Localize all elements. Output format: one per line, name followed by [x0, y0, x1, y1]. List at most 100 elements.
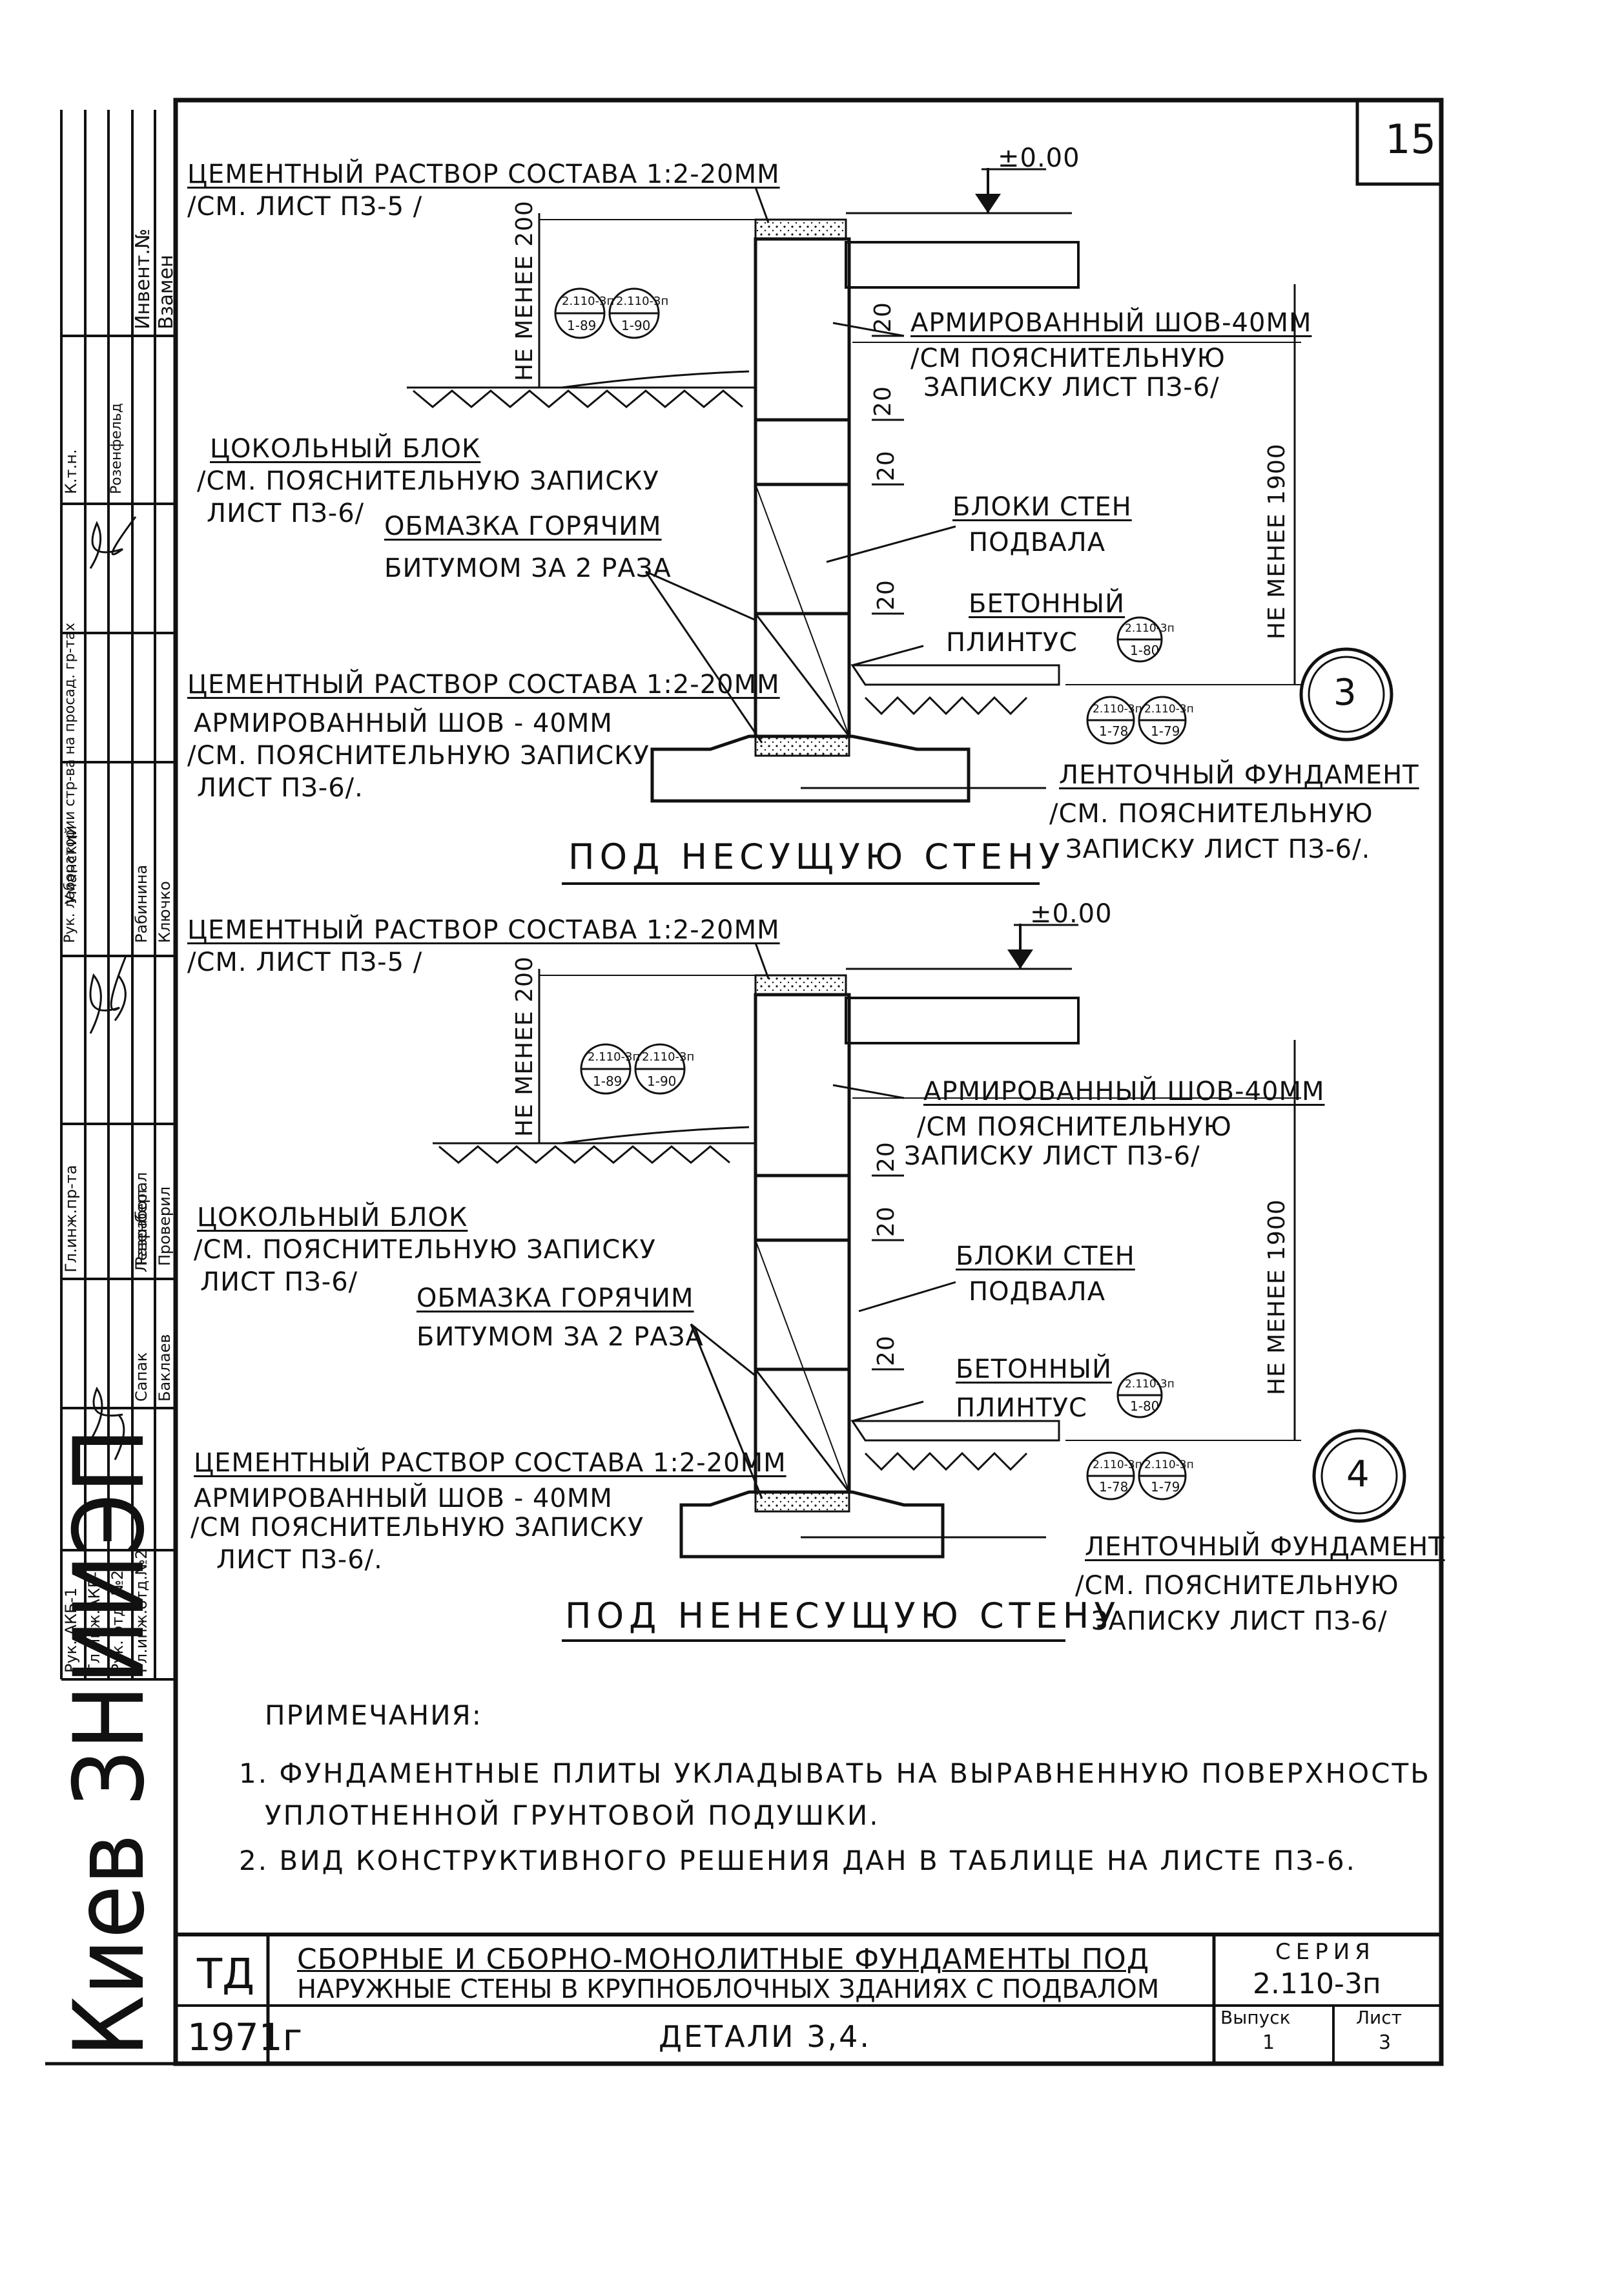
d4-wall-blocks-2: ПОДВАЛА: [969, 1277, 1106, 1307]
d4-bottom-ref1-num: 2.110-3п: [1093, 1458, 1142, 1471]
stamp-name-8: Ключко: [156, 881, 174, 943]
series-label: СЕРИЯ: [1275, 1939, 1375, 1965]
d3-dim-20-a: 20: [870, 302, 896, 333]
stamp-mid-3: К.т.н.: [62, 449, 80, 494]
d3-strip-foundation-ref2: ЗАПИСКУ ЛИСТ ПЗ-6/.: [1065, 835, 1371, 864]
stamp-name-6: Проверил: [156, 1186, 174, 1266]
stamp-name-1: Сапак: [132, 1352, 150, 1402]
d4-ref1-num: 2.110-3п: [588, 1050, 641, 1064]
stamp-mid-1: Гл.инж.пр-та: [62, 1165, 80, 1272]
d4-bottom-ref2-sheet: 1-79: [1151, 1479, 1180, 1495]
d4-strip-foundation: ЛЕНТОЧНЫЙ ФУНДАМЕНТ: [1085, 1532, 1445, 1562]
d3-strip-foundation-ref1: /СМ. ПОЯСНИТЕЛЬНУЮ: [1049, 799, 1373, 829]
d3-reinforced-bottom-ref2: ЛИСТ ПЗ-6/.: [197, 773, 364, 803]
d3-dim-1900: НЕ МЕНЕЕ 1900: [1264, 443, 1290, 639]
d4-bottom-ref2-num: 2.110-3п: [1144, 1458, 1194, 1471]
d3-concrete-plinth-1: БЕТОННЫЙ: [969, 589, 1125, 619]
d4-bitumen-2: БИТУМОМ ЗА 2 РАЗА: [416, 1322, 704, 1352]
d4-strip-foundation-ref2: ЗАПИСКУ ЛИСТ ПЗ-6/: [1091, 1606, 1388, 1636]
d4-reinforced-bottom: АРМИРОВАННЫЙ ШОВ - 40ММ: [194, 1484, 613, 1513]
detail-3-drawing: [407, 168, 1301, 885]
d3-mortar-top: ЦЕМЕНТНЫЙ РАСТВОР СОСТАВА 1:2-20ММ: [187, 160, 780, 189]
d3-dim-20-c: 20: [873, 450, 899, 481]
stamp-left-2: Гл.инж.АКБ-1: [85, 1562, 103, 1673]
stamp-name-7: Рабинина: [132, 864, 150, 943]
d4-plinth-ref-num: 2.110-3п: [1125, 1378, 1175, 1391]
d4-reinforced-joint: АРМИРОВАННЫЙ ШОВ-40ММ: [923, 1077, 1325, 1106]
d3-reinforced-bottom: АРМИРОВАННЫЙ ШОВ - 40ММ: [194, 709, 613, 738]
d4-mortar-bottom: ЦЕМЕНТНЫЙ РАСТВОР СОСТАВА 1:2-20ММ: [194, 1448, 786, 1478]
d4-ref2-sheet: 1-90: [647, 1074, 677, 1089]
d3-plinth-block: ЦОКОЛЬНЫЙ БЛОК: [210, 434, 481, 464]
d3-wall-blocks-1: БЛОКИ СТЕН: [952, 492, 1132, 522]
title-block-code: ТД: [197, 1951, 255, 1998]
d4-bottom-ref1-sheet: 1-78: [1099, 1479, 1129, 1495]
title-line-1: СБОРНЫЕ И СБОРНО-МОНОЛИТНЫЕ ФУНДАМЕНТЫ П…: [297, 1943, 1150, 1976]
title-block-subtitle: ДЕТАЛИ 3,4.: [659, 2019, 871, 2054]
d4-dim-20-c: 20: [873, 1335, 899, 1366]
d4-detail-number: 4: [1346, 1453, 1370, 1495]
stamp-left-4: Гл.инж.отд.№2: [132, 1549, 150, 1673]
issue-label: Выпуск: [1220, 2007, 1291, 2028]
d3-mortar-bottom: ЦЕМЕНТНЫЙ РАСТВОР СОСТАВА 1:2-20ММ: [187, 670, 780, 700]
d3-ref2-num: 2.110-3п: [616, 295, 669, 308]
d3-wall-blocks-2: ПОДВАЛА: [969, 528, 1106, 557]
d4-dim-1900: НЕ МЕНЕЕ 1900: [1264, 1199, 1290, 1395]
d4-mortar-top: ЦЕМЕНТНЫЙ РАСТВОР СОСТАВА 1:2-20ММ: [187, 915, 780, 945]
stamp-name-4: Уманский: [62, 825, 80, 904]
d4-ref1-sheet: 1-89: [593, 1074, 622, 1089]
d4-bitumen-1: ОБМАЗКА ГОРЯЧИМ: [416, 1283, 694, 1313]
sheet-frame: [173, 98, 1444, 2066]
d3-mortar-top-ref: /СМ. ЛИСТ ПЗ-5 /: [187, 192, 423, 222]
d4-plinth-block-ref2: ЛИСТ ПЗ-6/: [200, 1267, 358, 1297]
stamp-name-3: Баклаев: [156, 1334, 174, 1402]
d3-plinth-ref-num: 2.110-3п: [1125, 622, 1175, 635]
detail-4-drawing: [433, 924, 1301, 1642]
d4-reinforced-bottom-ref1: /СМ ПОЯСНИТЕЛЬНУЮ ЗАПИСКУ: [190, 1513, 644, 1542]
d4-plinth-block-ref1: /СМ. ПОЯСНИТЕЛЬНУЮ ЗАПИСКУ: [194, 1235, 656, 1265]
d4-reinforced-bottom-ref2: ЛИСТ ПЗ-6/.: [216, 1545, 383, 1575]
issue-value: 1: [1262, 2031, 1275, 2054]
d3-plinth-ref-sheet: 1-80: [1130, 643, 1160, 658]
sheet-label: Лист: [1356, 2007, 1402, 2028]
stamp-left-1: Рук. АКБ-1: [62, 1587, 80, 1673]
d4-ref2-num: 2.110-3п: [642, 1050, 695, 1064]
detail-4-ref-circles: [580, 1043, 1406, 1523]
d3-bottom-ref2-num: 2.110-3п: [1144, 703, 1194, 716]
d4-concrete-plinth-1: БЕТОННЫЙ: [956, 1354, 1113, 1384]
d4-caption: ПОД НЕНЕСУЩУЮ СТЕНУ: [565, 1595, 1121, 1636]
stamp-rozenfeld: Розенфельд: [108, 403, 125, 494]
d3-dim-20-b: 20: [870, 386, 896, 417]
d3-plinth-block-ref1: /СМ. ПОЯСНИТЕЛЬНУЮ ЗАПИСКУ: [197, 466, 659, 496]
series-value: 2.110-3п: [1253, 1967, 1381, 2000]
notes-item-1-line-1: 1. ФУНДАМЕНТНЫЕ ПЛИТЫ УКЛАДЫВАТЬ НА ВЫРА…: [239, 1758, 1431, 1789]
stamp-inventory: Инвент.№: [132, 228, 154, 329]
d4-concrete-plinth-2: ПЛИНТУС: [956, 1393, 1087, 1423]
notes-item-1-line-2: УПЛОТНЕННОЙ ГРУНТОВОЙ ПОДУШКИ.: [265, 1800, 880, 1831]
org-stamp: Киев ЗНИИЭП: [54, 1427, 166, 2057]
notes-heading: ПРИМЕЧАНИЯ:: [265, 1699, 482, 1731]
d3-ref2-sheet: 1-90: [621, 318, 651, 333]
stamp-replaces: Взамен: [155, 254, 178, 329]
d3-detail-number: 3: [1333, 672, 1357, 714]
sheet-number: 15: [1385, 116, 1436, 163]
d3-strip-foundation: ЛЕНТОЧНЫЙ ФУНДАМЕНТ: [1059, 760, 1419, 790]
d3-plinth-block-ref2: ЛИСТ ПЗ-6/: [207, 499, 365, 528]
d3-reinforced-joint: АРМИРОВАННЫЙ ШОВ-40ММ: [910, 308, 1312, 338]
d4-reinforced-joint-ref1: /СМ ПОЯСНИТЕЛЬНУЮ: [917, 1112, 1232, 1142]
title-block-year: 1971г: [187, 2015, 303, 2059]
sheet-value: 3: [1379, 2031, 1392, 2054]
d3-reinforced-joint-ref1: /СМ ПОЯСНИТЕЛЬНУЮ: [910, 344, 1226, 373]
d4-strip-foundation-ref1: /СМ. ПОЯСНИТЕЛЬНУЮ: [1075, 1571, 1399, 1601]
d4-mortar-top-ref: /СМ. ЛИСТ ПЗ-5 /: [187, 948, 423, 977]
stamp-name-5: Разработал: [132, 1172, 150, 1266]
d4-dim-200: НЕ МЕНЕЕ 200: [511, 956, 538, 1137]
d4-dim-20-b: 20: [873, 1206, 899, 1237]
notes-item-2: 2. ВИД КОНСТРУКТИВНОГО РЕШЕНИЯ ДАН В ТАБ…: [239, 1845, 1357, 1876]
d3-reinforced-joint-ref2: ЗАПИСКУ ЛИСТ ПЗ-6/: [923, 373, 1220, 402]
signatures: [89, 516, 137, 1460]
d4-wall-blocks-1: БЛОКИ СТЕН: [956, 1241, 1135, 1271]
d3-ref1-sheet: 1-89: [567, 318, 597, 333]
d3-caption: ПОД НЕСУЩУЮ СТЕНУ: [568, 836, 1065, 877]
